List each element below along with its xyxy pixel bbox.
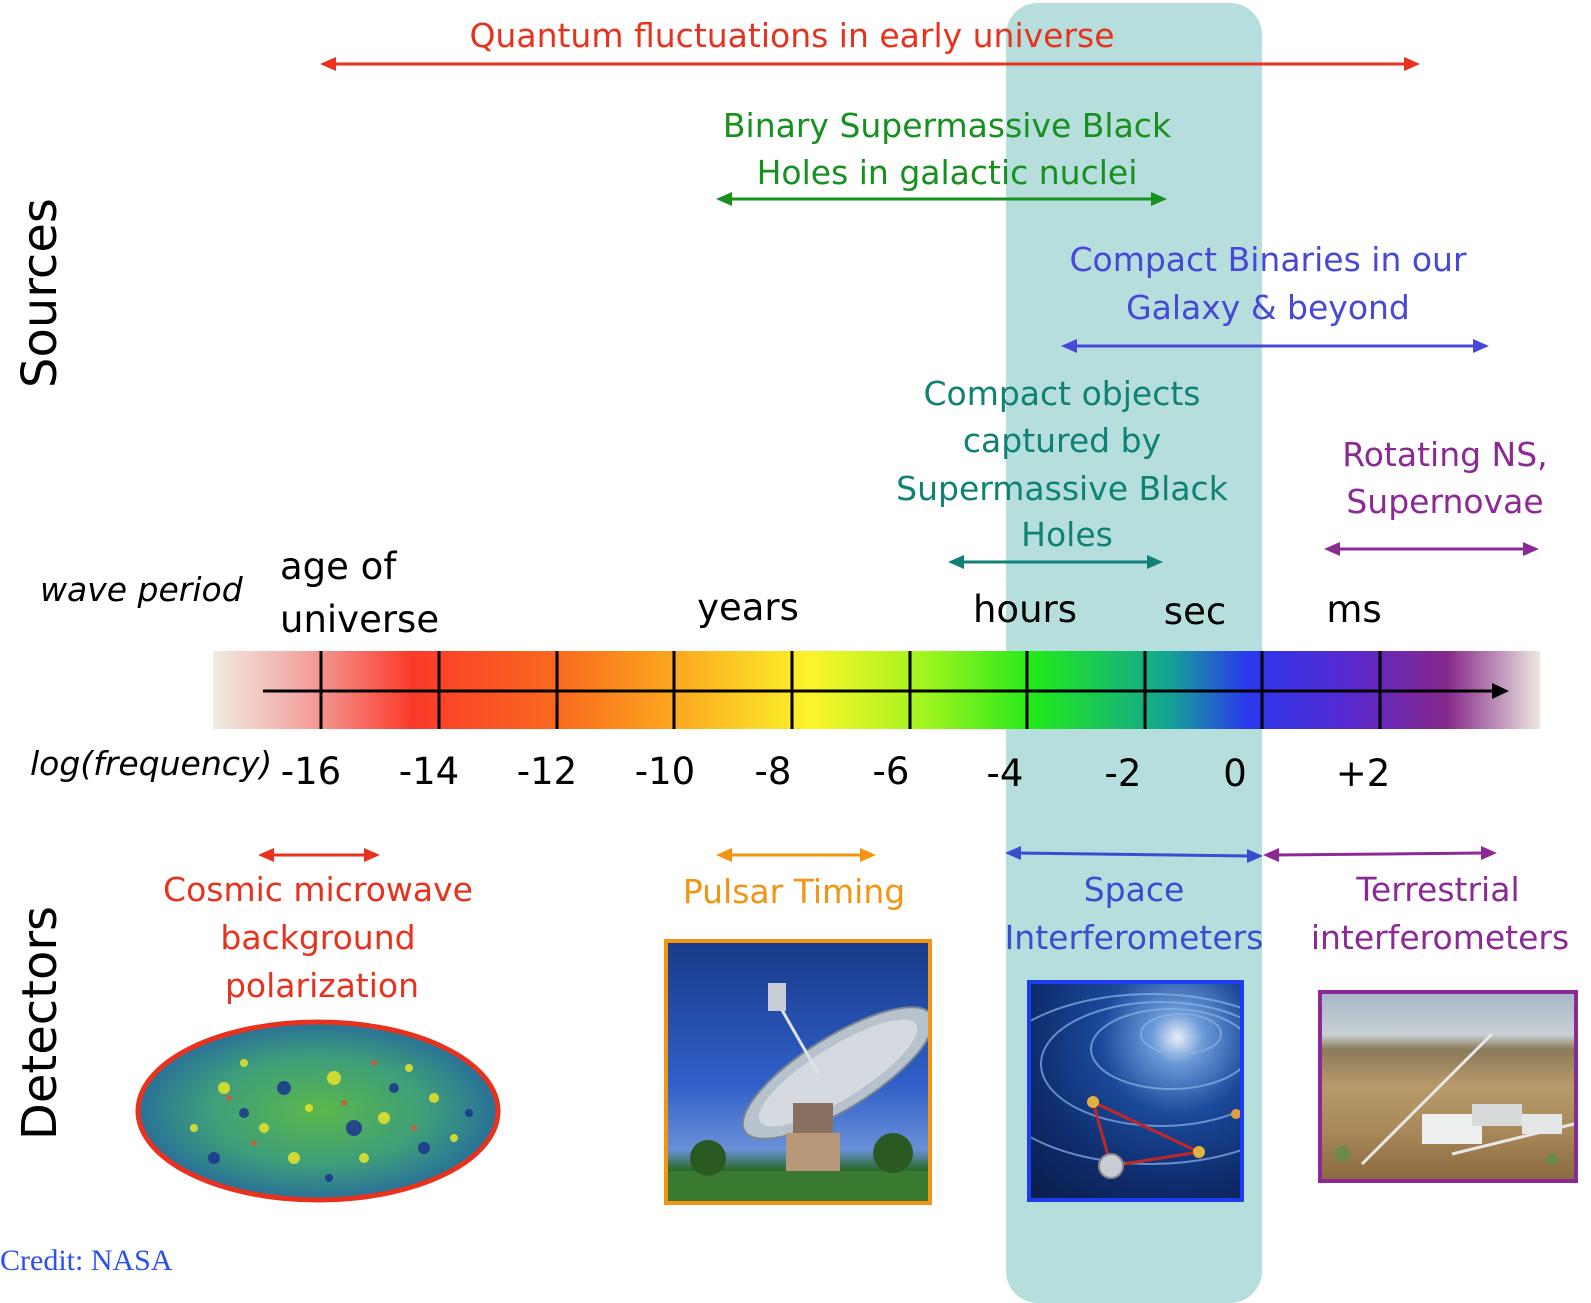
cmb-label-line1: Cosmic microwave bbox=[163, 870, 473, 909]
pulsar-arrow bbox=[716, 848, 876, 862]
rotating-ns-label-line2: Supernovae bbox=[1346, 482, 1544, 521]
tick-label-minus6: -6 bbox=[872, 750, 910, 793]
rotating-ns-arrow bbox=[1324, 542, 1539, 556]
captured-label-line4: Holes bbox=[1021, 515, 1113, 554]
tick-label-minus2: -2 bbox=[1104, 752, 1142, 795]
pulsar-label: Pulsar Timing bbox=[682, 872, 906, 911]
tick-label-minus16: -16 bbox=[280, 750, 342, 793]
period-hours: hours bbox=[972, 588, 1078, 631]
spectrum-tick-marks bbox=[319, 651, 1382, 729]
terrestrial-arrow bbox=[1263, 846, 1497, 862]
credit-text: Credit: NASA bbox=[0, 1244, 173, 1277]
smbh-binary-arrow bbox=[716, 192, 1167, 206]
captured-label-line3: Supermassive Black bbox=[896, 469, 1228, 508]
captured-label-line2: captured by bbox=[962, 421, 1162, 460]
terrestrial-label-line1: Terrestrial bbox=[1356, 870, 1520, 909]
radio-telescope-image bbox=[664, 939, 932, 1205]
period-age-line2: universe bbox=[280, 598, 440, 641]
period-age-line1: age of bbox=[280, 545, 397, 588]
space-label-line1: Space bbox=[1083, 870, 1185, 909]
cmb-label-line3: polarization bbox=[224, 966, 420, 1005]
period-years: years bbox=[697, 586, 799, 629]
quantum-arrow bbox=[320, 57, 1420, 71]
compact-binaries-label-line2: Galaxy & beyond bbox=[1126, 288, 1410, 327]
tick-label-minus8: -8 bbox=[754, 750, 792, 793]
compact-binaries-arrow bbox=[1061, 339, 1489, 353]
period-sec: sec bbox=[1163, 590, 1227, 633]
cmb-label-line2: background bbox=[220, 918, 416, 957]
frequency-axis-arrowhead bbox=[1492, 683, 1509, 699]
space-label-line2: Interferometers bbox=[1004, 918, 1264, 957]
wave-period-title: wave period bbox=[40, 570, 243, 609]
log-frequency-title: log(frequency) bbox=[30, 744, 273, 783]
space-arrow bbox=[1005, 846, 1263, 863]
tick-label-minus12: -12 bbox=[516, 750, 578, 793]
cmb-arrow bbox=[258, 848, 380, 862]
terrestrial-label-line2: interferometers bbox=[1310, 918, 1570, 957]
rotating-ns-label-line1: Rotating NS, bbox=[1342, 435, 1548, 474]
period-ms: ms bbox=[1326, 588, 1382, 631]
smbh-binary-label-line2: Holes in galactic nuclei bbox=[756, 153, 1138, 192]
tick-label-minus10: -10 bbox=[634, 750, 696, 793]
tick-label-plus2: +2 bbox=[1335, 752, 1391, 795]
tick-label-minus14: -14 bbox=[398, 750, 460, 793]
space-interferometer-image bbox=[1027, 980, 1244, 1202]
quantum-label: Quantum fluctuations in early universe bbox=[469, 16, 1115, 55]
captured-label-line1: Compact objects bbox=[923, 374, 1201, 413]
cmb-sky-map-image bbox=[135, 1019, 501, 1203]
compact-binaries-label-line1: Compact Binaries in our bbox=[1069, 240, 1467, 279]
terrestrial-interferometer-image bbox=[1318, 990, 1578, 1183]
captured-arrow bbox=[948, 555, 1163, 569]
smbh-binary-label-line1: Binary Supermassive Black bbox=[722, 106, 1172, 145]
tick-label-minus4: -4 bbox=[986, 752, 1024, 795]
tick-label-0: 0 bbox=[1223, 752, 1247, 795]
